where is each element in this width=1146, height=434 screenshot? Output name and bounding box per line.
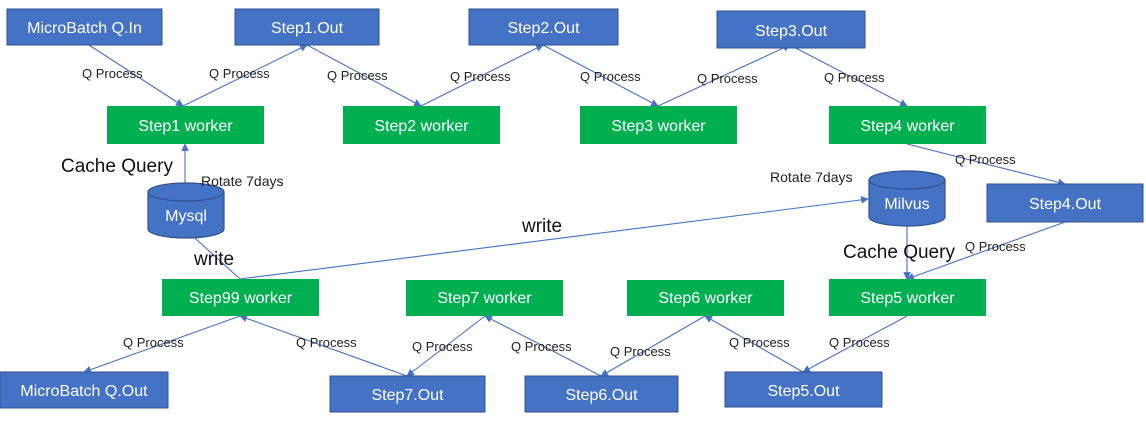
q-process-label: Q Process [450,69,511,84]
worker-label: Step1 worker [138,118,233,135]
edge-qin-to-step1-worker [88,44,184,107]
edge-step7-out-to-step99-worker [239,314,408,377]
edge-step5-out-to-step6-worker [704,315,804,373]
q-process-label: Q Process [511,339,572,354]
worker-label: Step4 worker [860,118,955,135]
edge-step7-worker-to-step7-out [406,315,486,377]
q-process-label: Q Process [955,152,1016,167]
worker-step1: Step1 worker [107,106,264,144]
queue-step4-out: Step4.Out [986,183,1144,223]
worker-step4: Step4 worker [829,106,986,144]
worker-label: Step5 worker [860,290,955,307]
database-mysql: Mysql [147,182,225,239]
worker-step6: Step6 worker [627,280,784,316]
edge-step2-out-to-step3-worker [542,44,659,107]
q-process-label: Q Process [296,335,357,350]
worker-label: Step3 worker [611,118,706,135]
worker-step3: Step3 worker [580,106,737,144]
edge-step99-worker-to-qout [83,315,241,374]
queue-label: MicroBatch Q.In [27,20,142,37]
database-milvus: Milvus [868,170,946,227]
q-process-label: Q Process [412,339,473,354]
queue-step7-out: Step7.Out [329,375,486,413]
queue-step3-out: Step3.Out [716,10,866,49]
edge-step3-worker-to-step3-out [657,44,791,107]
worker-step5: Step5 worker [829,279,986,316]
queue-step5-out: Step5.Out [724,371,883,408]
queues: MicroBatch Q.In Step1.Out Step2.Out Step… [0,8,1144,413]
q-process-label: Q Process [580,69,641,84]
worker-label: Step2 worker [374,118,469,135]
edge-step2-worker-to-step2-out [420,44,544,107]
queue-label: MicroBatch Q.Out [20,383,148,400]
q-process-label: Q Process [824,70,885,85]
queue-label: Step7.Out [371,387,444,404]
queue-step6-out: Step6.Out [524,375,679,413]
worker-label: Step7 worker [437,290,532,307]
edge-step4-out-to-step5-worker [906,221,1066,281]
q-process-label: Q Process [829,335,890,350]
edge-step4-worker-to-step4-out [906,143,1066,187]
queue-label: Step4.Out [1029,196,1102,213]
cache-query-label-milvus: Cache Query [843,242,955,263]
queue-microbatch-q-in: MicroBatch Q.In [6,8,163,46]
rotate-label-mysql: Rotate 7days [201,173,284,189]
q-process-label: Q Process [209,66,270,81]
edge-step5-worker-to-step5-out [802,315,908,373]
edge-step1-worker-to-step1-out [182,44,308,107]
worker-label: Step6 worker [658,290,753,307]
queue-step2-out: Step2.Out [468,8,619,46]
edge-labels: Q Process Q Process Q Process Q Process … [61,66,1026,359]
write-label-milvus: write [521,216,562,237]
worker-label: Step99 worker [189,290,293,307]
q-process-label: Q Process [327,68,388,83]
edge-step3-out-to-step4-worker [789,44,908,107]
q-process-label: Q Process [697,71,758,86]
q-process-label: Q Process [729,335,790,350]
workers: Step1 worker Step2 worker Step3 worker S… [107,106,986,316]
queue-label: Step3.Out [755,23,828,40]
write-label-mysql: write [193,249,234,270]
queue-label: Step2.Out [507,20,580,37]
q-process-label: Q Process [610,344,671,359]
worker-step99: Step99 worker [162,279,319,316]
database-label: Milvus [884,196,929,213]
q-process-label: Q Process [123,335,184,350]
queue-label: Step5.Out [767,383,840,400]
queue-step1-out: Step1.Out [234,8,380,46]
edge-step6-worker-to-step6-out [600,315,706,377]
queue-label: Step1.Out [271,20,344,37]
edge-step6-out-to-step7-worker [484,315,602,377]
rotate-label-milvus: Rotate 7days [770,169,853,185]
cache-query-label-mysql: Cache Query [61,156,173,177]
worker-step2: Step2 worker [343,106,500,144]
queue-label: Step6.Out [565,387,638,404]
database-label: Mysql [165,208,207,225]
q-process-label: Q Process [965,239,1026,254]
edges [83,44,1066,377]
q-process-label: Q Process [82,66,143,81]
edge-step99-worker-to-milvus [239,196,869,280]
worker-step7: Step7 worker [406,280,563,316]
edge-step1-out-to-step2-worker [306,44,422,107]
queue-microbatch-q-out: MicroBatch Q.Out [0,371,169,409]
